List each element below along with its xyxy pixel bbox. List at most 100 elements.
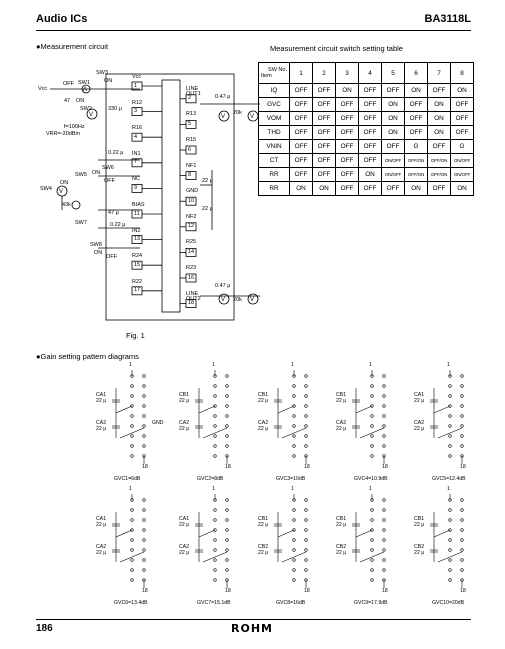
terminal-dot — [142, 568, 146, 572]
voltmeter-v-symbol-2: V — [59, 189, 63, 195]
sw7-label: SW7 — [75, 220, 87, 226]
pin-number: 13 — [134, 236, 141, 243]
terminal-dot — [213, 558, 217, 562]
sw1-label: SW1 — [78, 80, 90, 86]
gain-diagram — [274, 370, 308, 464]
terminal-dot — [142, 374, 146, 378]
cap-value-1: 22 μ — [96, 398, 107, 404]
terminal-dot — [370, 508, 374, 512]
terminal-dot — [292, 404, 296, 408]
pin1-label: 1 — [369, 362, 372, 368]
terminal-dot — [460, 498, 464, 502]
pin-name: R12 — [132, 99, 143, 106]
pin-number: 1 — [134, 82, 138, 89]
cap-value-2: 22 μ — [336, 426, 347, 432]
terminal-dot — [448, 384, 452, 388]
cap-label-1: CB1 — [336, 392, 347, 398]
terminal-dot — [292, 538, 296, 542]
terminal-dot — [292, 578, 296, 582]
switch-arm — [119, 427, 145, 439]
cap-value-1: 22 μ — [258, 522, 269, 528]
r20ka-label: 20k — [233, 110, 242, 116]
pin-number: 12 — [188, 223, 195, 230]
cap-label-2: CB2 — [414, 544, 425, 550]
figure-caption: Fig. 1 — [126, 331, 145, 340]
cap-label-2: CA2 — [179, 544, 190, 550]
terminal-dot — [142, 538, 146, 542]
cap-label-1: CB1 — [414, 516, 425, 522]
terminal-dot — [130, 548, 134, 552]
cap-value-2: 22 μ — [96, 550, 107, 556]
gain-diagram — [430, 370, 464, 464]
terminal-dot — [460, 394, 464, 398]
terminal-dot — [292, 568, 296, 572]
cap-label-2: CA2 — [179, 420, 190, 426]
cap-value-1: 22 μ — [179, 398, 190, 404]
c330-label: 330 μ — [108, 106, 122, 112]
switch-arm — [355, 405, 373, 414]
terminal-dot — [448, 548, 452, 552]
pin-name: R24 — [132, 253, 143, 260]
terminal-dot — [130, 414, 134, 418]
terminal-dot — [213, 518, 217, 522]
terminal-dot — [370, 558, 374, 562]
terminal-dot — [370, 538, 374, 542]
terminal-dot — [460, 568, 464, 572]
terminal-dot — [448, 578, 452, 582]
terminal-dot — [142, 404, 146, 408]
terminal-dot — [213, 454, 217, 458]
terminal-dot — [370, 404, 374, 408]
vrr-label: VRR=-20dBm — [46, 131, 81, 137]
pin-name: R22 — [132, 278, 143, 285]
c047a-label: 0.47 μ — [215, 94, 231, 100]
measurement-circuit-title: ●Measurement circuit — [36, 42, 109, 51]
terminal-dot — [130, 568, 134, 572]
terminal-dot — [304, 538, 308, 542]
terminal-dot — [448, 454, 452, 458]
terminal-dot — [370, 578, 374, 582]
cap-value-2: 22 μ — [336, 550, 347, 556]
terminal-dot — [130, 578, 134, 582]
gain-diagram — [352, 494, 386, 588]
terminal-dot — [213, 424, 217, 428]
pin-name: BIAS — [132, 202, 145, 208]
c47-label: 47 μ — [108, 210, 119, 216]
sw3-label: SW3 — [96, 70, 108, 76]
terminal-dot — [382, 444, 386, 448]
terminal-dot — [130, 404, 134, 408]
terminal-dot — [225, 568, 229, 572]
cap-label-2: CA2 — [336, 420, 347, 426]
pin18-label: 18 — [225, 588, 231, 594]
cap-label-2: CA2 — [414, 420, 425, 426]
vcc-label: Vcc — [38, 86, 48, 92]
cap-value-2: 22 μ — [179, 426, 190, 432]
cap-label-1: CB1 — [258, 516, 269, 522]
pin-number: 16 — [188, 274, 195, 281]
pin18-label: 18 — [460, 588, 466, 594]
terminal-dot — [225, 394, 229, 398]
terminal-dot — [213, 444, 217, 448]
terminal-dot — [292, 508, 296, 512]
pin-number: 15 — [134, 261, 141, 268]
terminal-dot — [213, 394, 217, 398]
voltmeter-v-symbol-1: V — [89, 112, 93, 118]
terminal-dot — [130, 518, 134, 522]
switch-arm — [198, 405, 216, 414]
gain-label: GVC6=13.4dB — [114, 600, 148, 606]
cap-label-2: CA2 — [96, 544, 107, 550]
pin-name: IN1 — [132, 150, 141, 157]
terminal-dot — [448, 518, 452, 522]
voltmeter-v-symbol-3: V — [221, 114, 225, 120]
terminal-dot — [382, 434, 386, 438]
cap-label-2: CA2 — [96, 420, 107, 426]
pin-number: 14 — [188, 248, 195, 255]
terminal-dot — [448, 538, 452, 542]
pin-name: GND — [186, 188, 199, 195]
terminal-dot — [292, 394, 296, 398]
terminal-dot — [370, 434, 374, 438]
terminal-dot — [382, 424, 386, 428]
terminal-dot — [130, 444, 134, 448]
terminal-dot — [382, 548, 386, 552]
pin-number: 5 — [188, 120, 192, 127]
